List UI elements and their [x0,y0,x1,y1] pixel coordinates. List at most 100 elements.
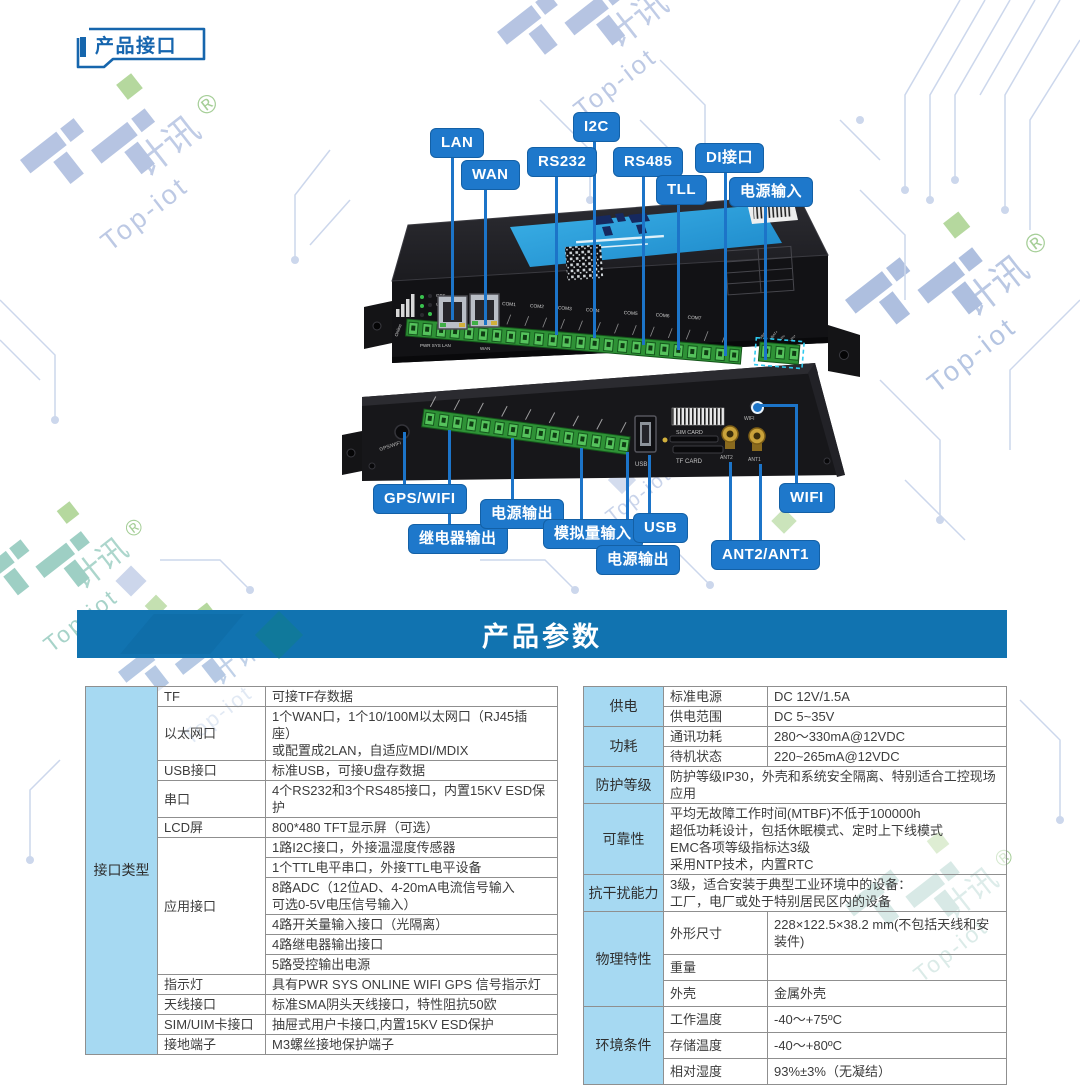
callout-ant: ANT2/ANT1 [711,540,821,570]
table-row: 供电 标准电源 DC 12V/1.5A [583,686,1007,727]
spec-value-cell: 5路受控输出电源 [265,954,558,975]
table-row: 8路ADC（12位AD、4-20mA电流信号输入 可选0-5V电压信号输入） [86,877,558,915]
callout-wifi: WIFI [779,483,835,513]
callout-power-out2: 电源输出 [596,545,681,575]
table-row: 以太网口 1个WAN口，1个10/100M以太网口（RJ45插座） 或配置成2L… [86,706,558,761]
spec-category-cell: 防护等级 [583,766,664,804]
page: 计讯 ® Top-iot [0,0,1080,1035]
spec-category-cell: 环境条件 [583,1006,664,1085]
callout-line-wifi-h [757,404,798,407]
spec-label-cell: 串口 [157,780,266,818]
spec-value-cell: 防护等级IP30，外壳和系统安全隔离、特别适合工控现场应用 [663,766,1007,804]
table-row: 天线接口 标准SMA阴头天线接口，特性阻抗50欧 [86,994,558,1015]
spec-value-cell: DC 12V/1.5A [767,686,1007,707]
power-pin-markings: VBAT- VBAT+ VIN- VIN+ [759,330,797,342]
spec-label-cell: 应用接口 [157,837,266,975]
spec-category-cell: 物理特性 [583,911,664,1007]
signal-bars-icon [396,294,415,317]
callout-analog-in: 模拟量输入 [543,519,643,549]
circuit-traces [0,0,1080,860]
spec-label-cell: 接地端子 [157,1034,266,1055]
callout-relay-out: 继电器输出 [408,524,508,554]
callout-line-ant2 [729,462,732,540]
spec-value-cell: DC 5~35V [767,706,1007,727]
table-row: 功耗 通讯功耗 280～330mA@12VDC [583,726,1007,767]
antenna-connector-ant1: ANT1 [748,427,766,463]
device-sim-marking: SIM CARD [676,430,703,436]
spec-value-cell: 可接TF存数据 [265,686,558,707]
table-row: 物理特性 外形尺寸 228×122.5×38.2 mm(不包括天线和安装件) [583,911,1007,1007]
table-row: 4路继电器输出接口 [86,934,558,955]
table-row: 应用接口 1路I2C接口，外接温湿度传感器 [86,837,558,975]
callout-di: DI接口 [695,143,765,173]
svg-text:VBAT+: VBAT+ [769,330,779,341]
spec-label-cell: 天线接口 [157,994,266,1015]
device-usb-marking: USB [635,462,647,468]
power-input-highlight [753,336,806,370]
table-row: 可靠性 平均无故障工作时间(MTBF)不低于100000h 超低功耗设计，包括休… [583,803,1007,875]
callout-wan: WAN [461,160,520,190]
device-photo: GPS/WIFI USB SIM CARD [342,194,860,481]
parameters-spec-table: 供电 标准电源 DC 12V/1.5A 供电范围 DC 5~35V 功耗 通讯功… [583,686,1007,1085]
callout-line-gps-wifi [403,432,406,484]
svg-text:COM3: COM3 [558,305,573,312]
device-wifi-marking: WIFI [744,416,755,422]
callout-line-rs485 [642,175,645,345]
table-row: 5路受控输出电源 [86,954,558,975]
spec-value-cell: 3级，适合安装于典型工业环境中的设备： 工厂，电厂或处于特别居民区内的设备 [663,874,1007,912]
svg-text:COM2: COM2 [530,303,545,310]
spec-label-cell: 通讯功耗 [663,726,768,747]
watermark-logo [20,42,254,266]
spec-value-cell: 金属外壳 [767,980,1007,1007]
spec-value-cell: 4个RS232和3个RS485接口，内置15KV ESD保护 [265,780,558,818]
spec-label-cell: 重量 [663,954,768,981]
device-led-online-marking: Online [394,323,403,337]
spec-value-cell: 1个TTL电平串口，外接TTL电平设备 [265,857,558,878]
svg-text:COM1: COM1 [502,301,517,308]
callout-usb: USB [633,513,689,543]
device-bottom-unit: GPS/WIFI USB SIM CARD [342,363,845,481]
spec-category-cell: 功耗 [583,726,664,767]
spec-value-cell: 具有PWR SYS ONLINE WIFI GPS 信号指示灯 [265,974,558,995]
callout-line-analog-in [580,448,583,519]
spec-value-cell: 抽屉式用户卡接口,内置15KV ESD保护 [265,1014,558,1035]
section-banner-title: 产品参数 [482,621,602,652]
callout-rs232: RS232 [527,147,598,177]
interface-spec-table: 接口类型 TF 可接TF存数据 以太网口 1个WAN口，1个10/100M以太网… [85,686,558,1055]
background-decoration: 计讯 ® Top-iot [0,0,1080,995]
spec-label-cell: 存储温度 [663,1032,768,1059]
callout-line-lan [451,156,454,320]
spec-value-cell: 8路ADC（12位AD、4-20mA电流信号输入 可选0-5V电压信号输入） [265,877,558,915]
spec-label-cell: 外壳 [663,980,768,1007]
antenna-connector-ant2: ANT2 [720,425,739,461]
svg-text:COM7: COM7 [687,315,702,322]
spec-label-cell: LCD屏 [157,817,266,838]
spec-label-cell: 相对湿度 [663,1058,768,1085]
callout-line-wan [484,188,487,325]
callout-line-usb [648,455,651,513]
spec-value-cell: 93%±3%（无凝结） [767,1058,1007,1085]
device-tf-marking: TF CARD [676,459,703,465]
spec-value-cell: 1路I2C接口，外接温湿度传感器 [265,837,558,858]
svg-text:COM4: COM4 [586,307,601,314]
device-ant2-marking: ANT2 [720,455,733,461]
spec-value-cell [767,954,1007,981]
spec-value-cell: 标准USB，可接U盘存数据 [265,760,558,781]
spec-value-cell: 1个WAN口，1个10/100M以太网口（RJ45插座） 或配置成2LAN，自适… [265,706,558,761]
callout-line-power-out2 [626,452,629,545]
spec-label-cell: SIM/UIM卡接口 [157,1014,266,1035]
device-pwr-sys-lan-marking: PWR SYS LAN [420,343,451,348]
callout-line-relay-out [448,430,451,524]
table-row: USB接口 标准USB，可接U盘存数据 [86,760,558,781]
callout-line-power-out1 [511,438,514,499]
spec-label-cell: 外形尺寸 [663,911,768,955]
spec-value-cell: 220~265mA@12VDC [767,746,1007,767]
callout-line-power-in [764,205,767,360]
spec-value-cell: -40～+75ºC [767,1006,1007,1033]
spec-value-cell: 平均无故障工作时间(MTBF)不低于100000h 超低功耗设计，包括休眠模式、… [663,803,1007,875]
spec-category-cell: 可靠性 [583,803,664,875]
callout-line-i2c [593,140,596,338]
spec-label-cell: TF [157,686,266,707]
spec-value-cell: -40～+80ºC [767,1032,1007,1059]
callout-gps-wifi: GPS/WIFI [373,484,467,514]
